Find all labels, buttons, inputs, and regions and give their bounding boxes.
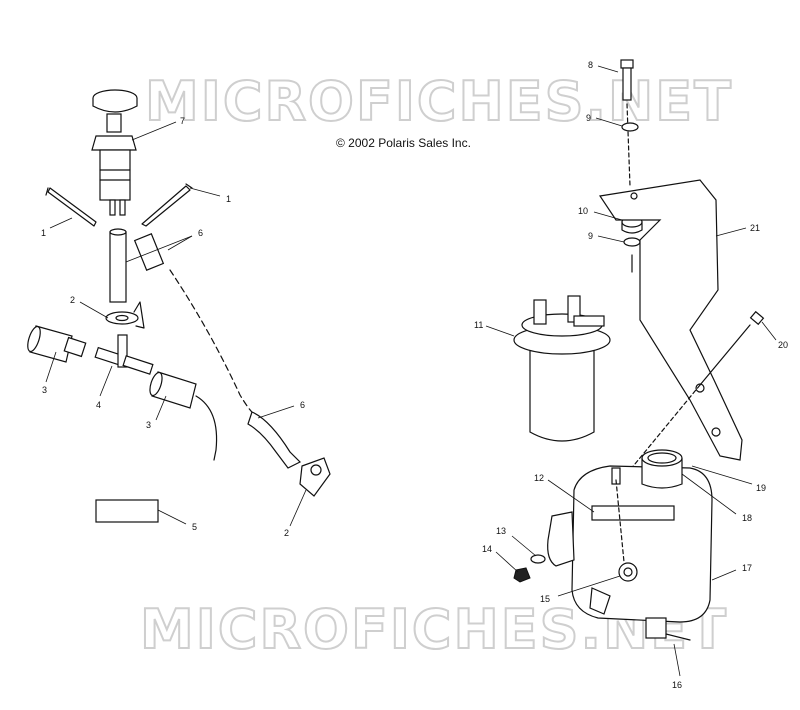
fuel-hose-part (133, 233, 302, 469)
cap-part (615, 479, 638, 582)
callout-19: 19 (756, 483, 766, 493)
copyright-text: © 2002 Polaris Sales Inc. (336, 136, 471, 150)
cable-tie-left-part (45, 187, 97, 227)
decal-part (95, 499, 159, 523)
callout-15: 15 (540, 594, 550, 604)
watermark-top: MICROFICHES.NET (145, 70, 733, 133)
callout-1-left: 1 (41, 228, 46, 238)
callout-4: 4 (96, 400, 101, 410)
callout-2-lower: 2 (284, 528, 289, 538)
callout-7: 7 (180, 116, 185, 126)
callout-9-lower: 9 (588, 231, 593, 241)
oil-tank-part (547, 465, 713, 641)
callout-6-lower: 6 (300, 400, 305, 410)
callout-10: 10 (578, 206, 588, 216)
callout-6-upper: 6 (198, 228, 203, 238)
callout-14: 14 (482, 544, 492, 554)
callouts: 1 1 2 2 3 3 4 5 6 6 7 8 9 9 10 11 12 (41, 60, 788, 690)
mounting-bracket-part (598, 179, 743, 461)
clamp-upper-part (105, 301, 145, 329)
washer-lower-part (623, 237, 641, 247)
primer-pump-part (91, 89, 138, 216)
bolt-small-part (629, 310, 765, 471)
callout-20: 20 (778, 340, 788, 350)
t-fitting-part (94, 334, 154, 375)
callout-8: 8 (588, 60, 593, 70)
callout-17: 17 (742, 563, 752, 573)
callout-9-upper: 9 (586, 113, 591, 123)
callout-21: 21 (750, 223, 760, 233)
fuel-pump-part (513, 254, 633, 442)
callout-3-left: 3 (42, 385, 47, 395)
callout-5: 5 (192, 522, 197, 532)
filler-neck-part (641, 449, 683, 489)
callout-2-upper: 2 (70, 295, 75, 305)
bolt-part (620, 59, 634, 187)
clamp-lower-part (299, 457, 331, 497)
callout-1-right: 1 (226, 194, 231, 204)
washer-upper-part (621, 122, 639, 132)
callout-13: 13 (496, 526, 506, 536)
fuel-filter-right-part (149, 371, 218, 461)
fuel-filter-left-part (27, 325, 87, 363)
cable-tie-right-part (141, 183, 193, 227)
callout-16: 16 (672, 680, 682, 690)
primer-tube-part (109, 228, 127, 303)
callout-11: 11 (474, 320, 483, 330)
callout-18: 18 (742, 513, 752, 523)
callout-12: 12 (534, 473, 544, 483)
washer-13-part (530, 554, 546, 564)
callout-3-right: 3 (146, 420, 151, 430)
